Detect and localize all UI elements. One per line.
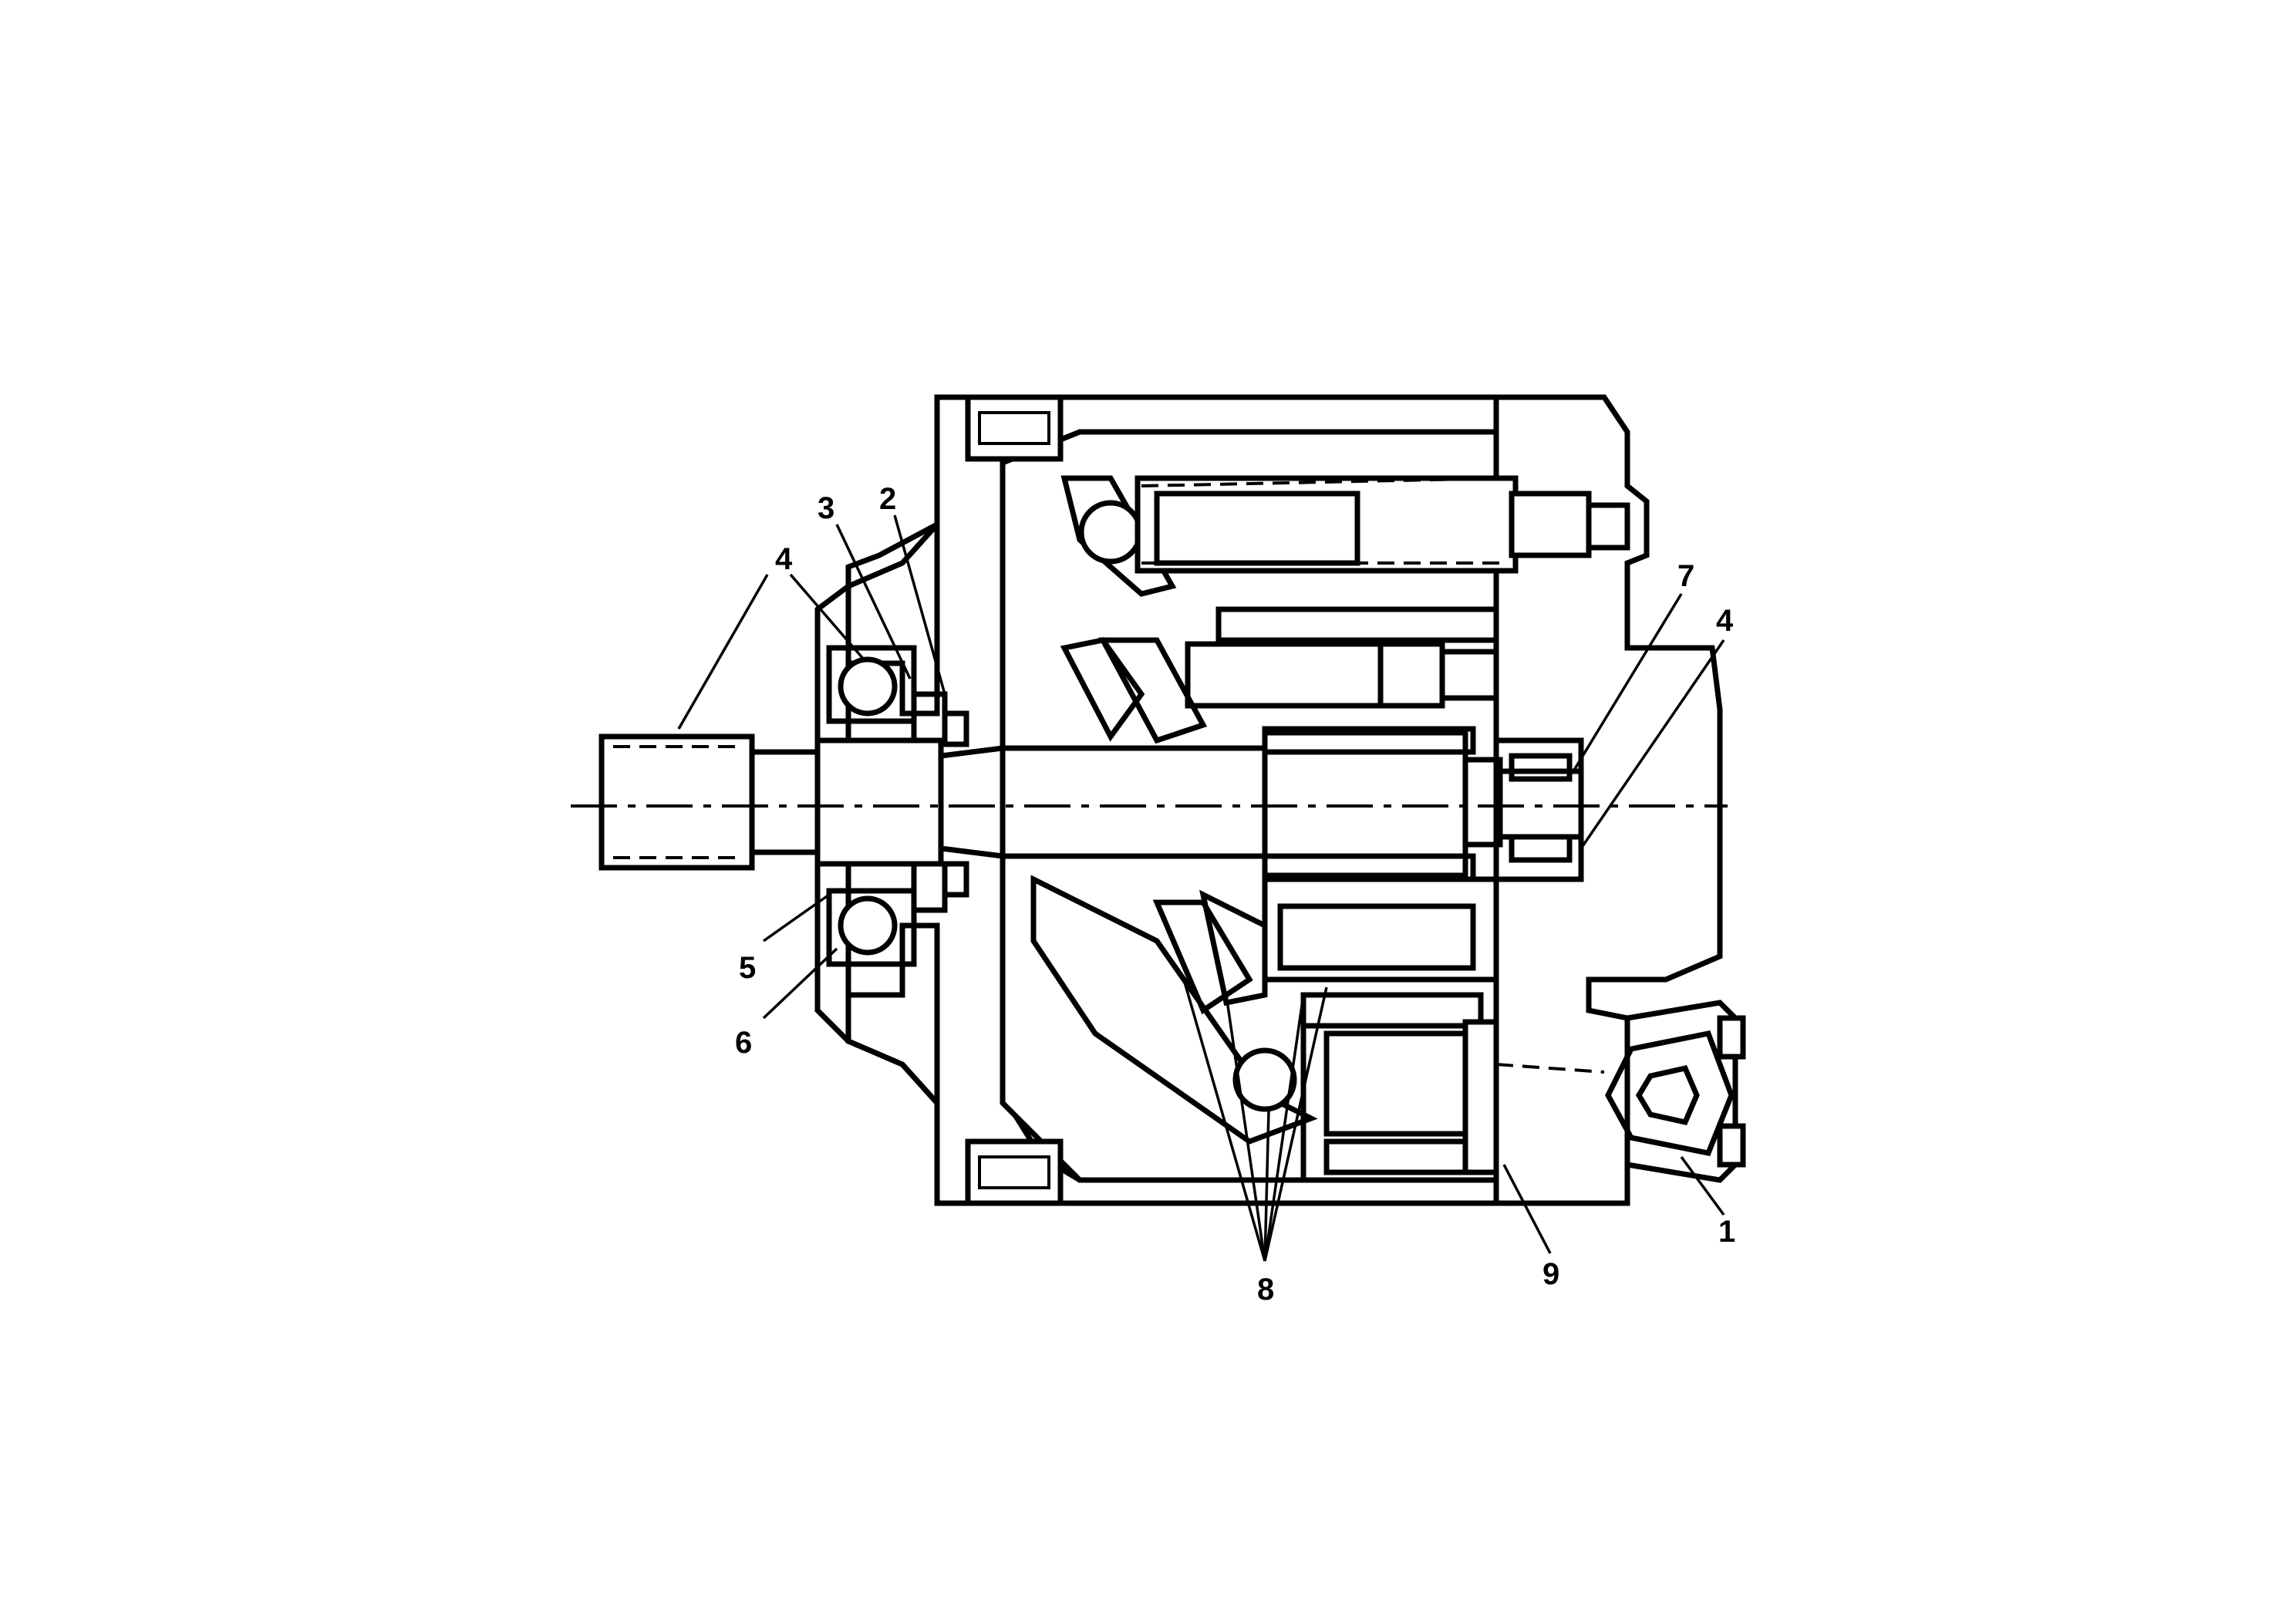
callout-6: 6 — [735, 1026, 752, 1060]
leader-lines — [677, 514, 1725, 1262]
callout-7: 7 — [1677, 559, 1694, 593]
callout-8: 8 — [1257, 1273, 1274, 1307]
callout-4-rear: 4 — [1716, 604, 1734, 638]
front-bearing-lower — [826, 888, 917, 967]
lower-piston — [1300, 992, 1605, 1180]
rear-housing — [1493, 394, 1723, 1206]
callout-3: 3 — [818, 491, 834, 525]
callout-5: 5 — [739, 951, 756, 985]
cylinder-block — [1262, 726, 1499, 983]
callout-2: 2 — [879, 482, 896, 516]
shaft-seal — [911, 691, 969, 913]
drive-shaft — [598, 730, 1584, 878]
callout-9: 9 — [1542, 1257, 1559, 1291]
valve-plug — [1605, 1000, 1746, 1183]
upper-barrel — [1185, 606, 1499, 709]
callout-labels: 1 2 3 4 4 5 6 7 8 9 — [735, 482, 1735, 1307]
top-drain-port — [965, 394, 1064, 462]
front-bearing-upper — [826, 645, 917, 724]
callout-4-front: 4 — [775, 542, 793, 576]
swash-plate-upper — [1060, 637, 1208, 744]
callout-1: 1 — [1718, 1215, 1735, 1249]
top-piston — [1060, 475, 1630, 597]
swash-plate-lower — [1030, 875, 1318, 1145]
rear-bearing — [1509, 753, 1573, 863]
bottom-drain-port — [965, 1138, 1064, 1206]
